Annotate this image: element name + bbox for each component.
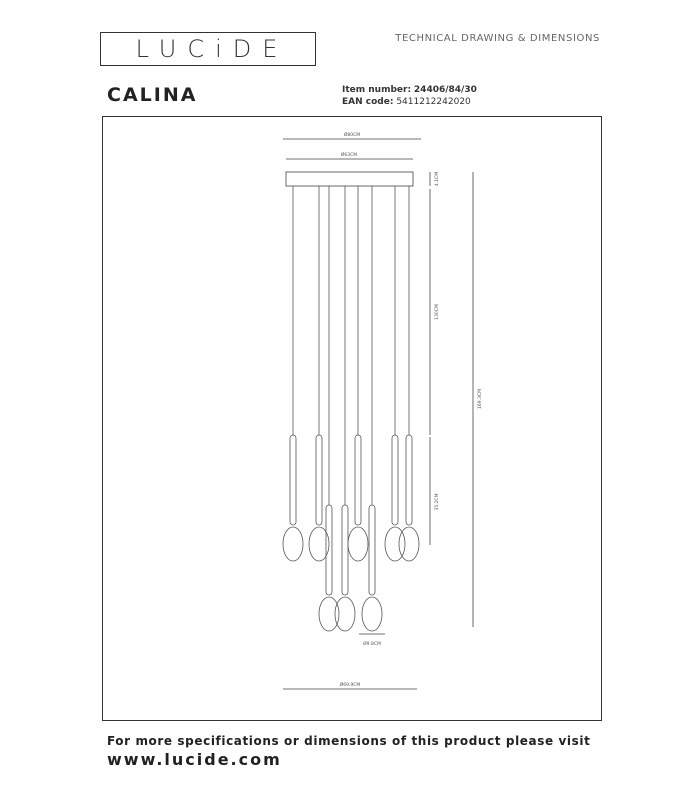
- globe-shade: [308, 526, 330, 562]
- logo-text: LUCiDE: [135, 35, 289, 63]
- pendant-rod: [368, 504, 376, 596]
- label-globe-diameter: Ø9.8CM: [363, 640, 381, 647]
- label-top-width: Ø80CM: [344, 131, 360, 138]
- pendant-rod: [325, 504, 333, 596]
- pendant-rod: [391, 434, 399, 526]
- item-number-row: Item number: 24406/84/30: [342, 84, 477, 96]
- ean-code-value: 5411212242020: [396, 97, 471, 107]
- globe-shade: [361, 596, 383, 632]
- globe-shade: [334, 596, 356, 632]
- label-shade-height: 35.2CM: [434, 493, 440, 510]
- globe-shade: [318, 596, 340, 632]
- label-canopy-width: Ø63CM: [341, 151, 357, 158]
- item-number-label: Item number:: [342, 85, 412, 95]
- label-canopy-height: 4.1CM: [434, 172, 440, 186]
- globe-shade: [398, 526, 420, 562]
- ean-code-row: EAN code: 5411212242020: [342, 96, 477, 108]
- label-total-height: 169.3CM: [477, 389, 483, 409]
- globe-shade: [347, 526, 369, 562]
- globe-shade: [282, 526, 304, 562]
- item-number-value: 24406/84/30: [413, 85, 477, 95]
- pendant-rod: [354, 434, 362, 526]
- label-bottom-width: Ø69.9CM: [340, 681, 361, 688]
- brand-logo: LUCiDE: [100, 32, 316, 66]
- pendant-rod: [315, 434, 323, 526]
- drawing-frame: Ø80CM Ø63CM 4.1CM 130CM 35.2CM 169.3CM Ø…: [102, 116, 602, 721]
- label-cable-length: 130CM: [434, 304, 440, 320]
- pendants: [282, 186, 420, 632]
- pendant-rod: [341, 504, 349, 596]
- pendant-rod: [405, 434, 413, 526]
- canopy-shape: [285, 171, 414, 187]
- document-subtitle: TECHNICAL DRAWING & DIMENSIONS: [395, 33, 600, 44]
- footer-info-text: For more specifications or dimensions of…: [107, 734, 591, 748]
- globe-shade: [384, 526, 406, 562]
- product-meta: Item number: 24406/84/30 EAN code: 54112…: [342, 84, 477, 108]
- pendant-rod: [289, 434, 297, 526]
- footer-website-link[interactable]: www.lucide.com: [107, 750, 282, 769]
- technical-drawing: Ø80CM Ø63CM 4.1CM 130CM 35.2CM 169.3CM Ø…: [282, 131, 483, 690]
- product-name: CALINA: [107, 84, 198, 106]
- ean-code-label: EAN code:: [342, 97, 394, 107]
